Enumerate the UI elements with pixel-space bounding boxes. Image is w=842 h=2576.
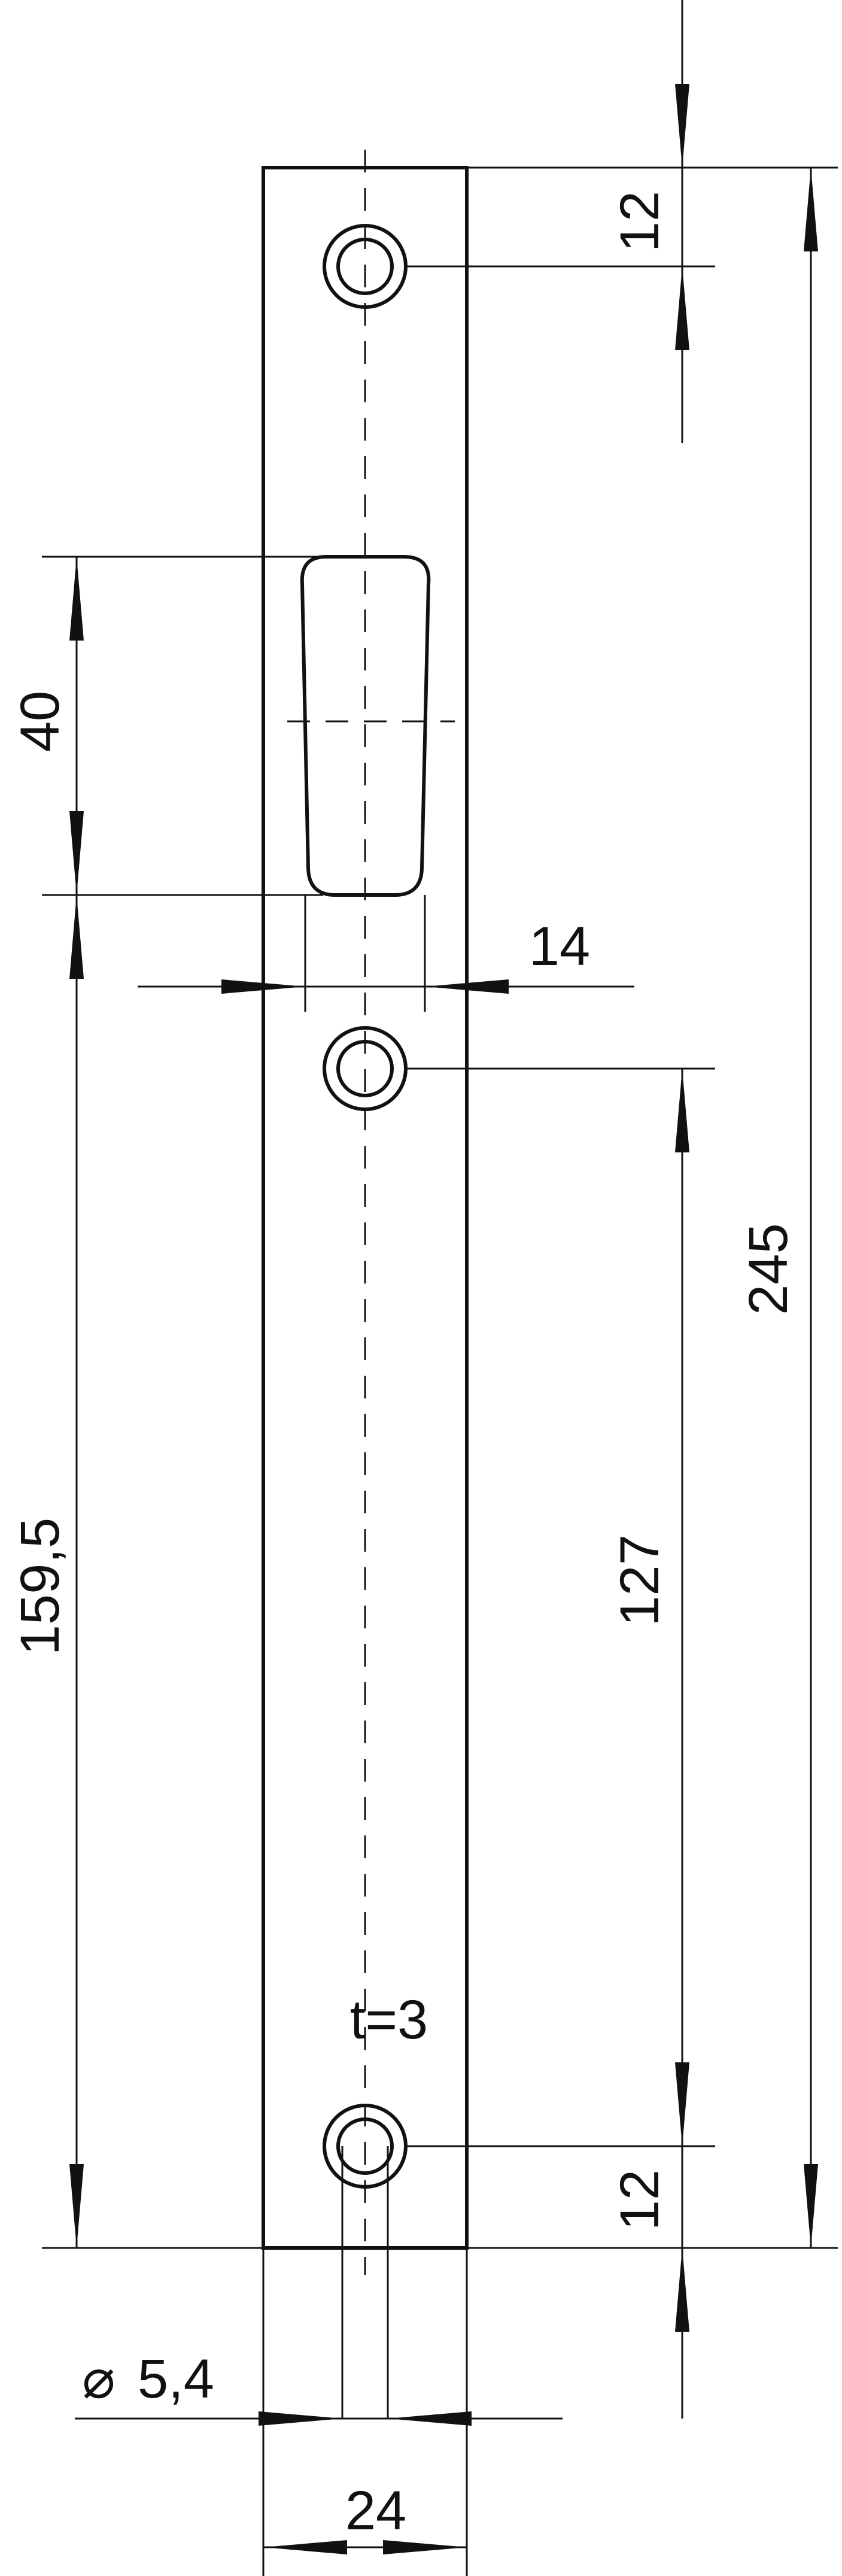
dim-hole-offset-top: 12 xyxy=(609,191,670,252)
arrow-top-12-b xyxy=(675,266,689,350)
dim-plate-width: 24 xyxy=(345,2480,406,2541)
dim-hole-offset-bottom: 12 xyxy=(609,2170,670,2231)
hole-diameter-label: ⌀ 5,4 xyxy=(82,2349,214,2410)
arrow-245-b xyxy=(804,2164,818,2248)
dim-slot-height: 40 xyxy=(10,691,71,752)
arrow-5-4-b xyxy=(388,2411,472,2426)
arrow-40-b xyxy=(69,811,84,895)
dim-slot-width: 14 xyxy=(529,916,590,977)
arrow-127-b xyxy=(675,2062,689,2146)
arrow-159-5-b xyxy=(69,2164,84,2248)
dim-overall-length: 245 xyxy=(738,1223,799,1315)
arrow-24-a xyxy=(263,2540,347,2554)
diameter-symbol: ⌀ xyxy=(82,2349,115,2410)
arrow-159-5-a xyxy=(69,895,84,979)
arrow-14-b xyxy=(425,979,509,994)
arrow-127-a xyxy=(675,1069,689,1152)
dim-hole-diameter: 5,4 xyxy=(138,2349,214,2410)
arrow-bottom-12-b xyxy=(675,2248,689,2332)
latch-slot xyxy=(300,555,431,897)
middle-screw-hole xyxy=(323,1026,408,1111)
dim-slot-to-bottom: 159,5 xyxy=(10,1518,71,1655)
arrow-40-a xyxy=(69,557,84,641)
arrow-14-a xyxy=(221,979,305,994)
arrow-top-12-a xyxy=(675,84,689,168)
arrow-24-b xyxy=(383,2540,467,2554)
plate-outline xyxy=(262,166,469,2250)
thickness-note: t=3 xyxy=(350,1989,428,2050)
arrow-245-a xyxy=(804,168,818,251)
arrow-5-4-a xyxy=(259,2411,342,2426)
dim-hole-spacing: 127 xyxy=(609,1534,670,1627)
